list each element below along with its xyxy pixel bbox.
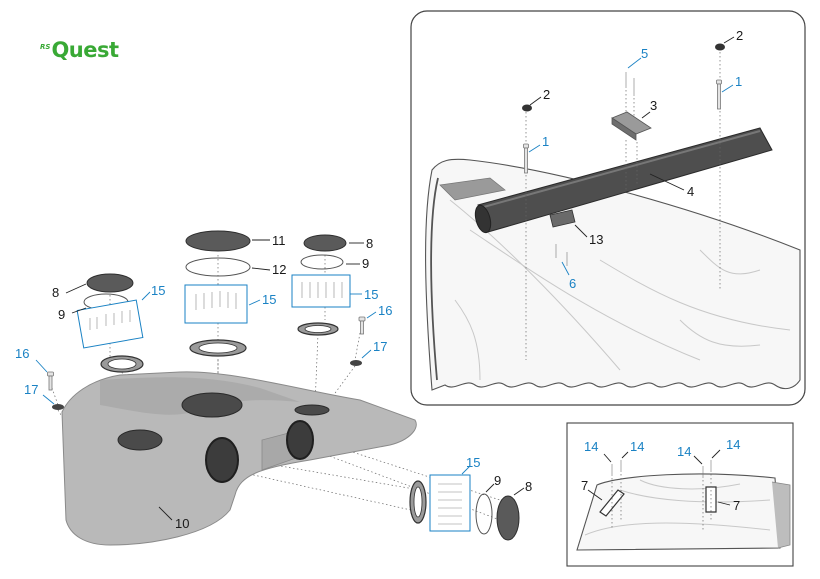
callout-7: 7 xyxy=(581,478,588,493)
beam-inset-deck-contour xyxy=(679,319,761,347)
callout-15: 15 xyxy=(364,287,378,302)
hatch-lid-icon xyxy=(86,273,134,293)
hatch-opening-icon xyxy=(181,392,243,418)
rs-quest-logo: RSQuest xyxy=(40,38,119,62)
hull-deck xyxy=(61,371,417,546)
callout-14: 14 xyxy=(584,439,598,454)
bolt-icon xyxy=(358,316,366,335)
callout-1: 1 xyxy=(735,74,742,89)
washer-icon xyxy=(350,360,362,366)
callout-14: 14 xyxy=(630,439,644,454)
callout-15: 15 xyxy=(151,283,165,298)
callout-14: 14 xyxy=(677,444,691,459)
callout-9: 9 xyxy=(362,256,369,271)
bolt-icon xyxy=(47,371,54,391)
long-bolt-icon xyxy=(523,143,529,174)
beam-tube-highlight xyxy=(479,130,761,209)
hatch-lid-icon xyxy=(185,230,251,252)
callout-3: 3 xyxy=(650,98,657,113)
callout-11: 11 xyxy=(272,233,286,248)
bolt-cap-icon xyxy=(715,43,725,51)
callout-8: 8 xyxy=(525,479,532,494)
bolt-cap-icon xyxy=(522,104,532,112)
logo-wordmark: Quest xyxy=(51,38,119,62)
hatch-lid-icon xyxy=(496,495,520,541)
callout-1: 1 xyxy=(542,134,549,149)
beam-inset-deck-edge xyxy=(430,177,439,381)
screw-bag-icon xyxy=(76,299,144,349)
callout-13: 13 xyxy=(589,232,603,247)
callout-2: 2 xyxy=(736,28,743,43)
hatch-opening-icon xyxy=(205,437,239,483)
hatch-lid-icon xyxy=(303,234,347,252)
callout-10: 10 xyxy=(175,516,189,531)
beam-pad-icon xyxy=(611,117,637,141)
callout-15: 15 xyxy=(262,292,276,307)
callout-14: 14 xyxy=(726,437,740,452)
callout-4: 4 xyxy=(687,184,694,199)
callout-15: 15 xyxy=(466,455,480,470)
callout-8: 8 xyxy=(366,236,373,251)
hatch-exploded-view: 8 9 15 11 12 15 8 9 15 16 17 16 17 10 15… xyxy=(15,230,532,546)
strap-inset-deck-contour xyxy=(619,489,771,503)
screw-bag-icon xyxy=(429,474,471,532)
callout-16: 16 xyxy=(378,303,392,318)
beam-clamp xyxy=(549,209,576,228)
beam-assembly-inset: 2 2 1 1 5 3 4 13 6 xyxy=(410,10,806,406)
callout-2: 2 xyxy=(543,87,550,102)
callout-5: 5 xyxy=(641,46,648,61)
beam-inset-deck-contour xyxy=(449,199,621,371)
strap-inset-deck-contour xyxy=(639,479,741,490)
callout-8: 8 xyxy=(52,285,59,300)
callout-17: 17 xyxy=(24,382,38,397)
callout-16: 16 xyxy=(15,346,29,361)
screw-bag-icon xyxy=(184,284,248,324)
callout-17: 17 xyxy=(373,339,387,354)
strap-inset-edge-hatch xyxy=(771,481,791,549)
beam-inset-deck-well xyxy=(439,177,506,201)
washer-icon xyxy=(52,404,64,410)
beam-inset-deck-contour xyxy=(599,259,791,331)
callout-9: 9 xyxy=(494,473,501,488)
beam-inset-deck-contour xyxy=(454,299,481,381)
strap-inset-deck-contour xyxy=(584,522,771,536)
beam-inset-deck-contour xyxy=(699,249,761,275)
callout-12: 12 xyxy=(272,262,286,277)
beam-inset-deck-contour xyxy=(469,229,701,361)
beam-tube-end xyxy=(474,204,492,234)
o-ring-icon xyxy=(185,257,251,277)
screw-bag-icon xyxy=(291,274,351,308)
hatch-opening-icon xyxy=(294,404,330,416)
hatch-opening-icon xyxy=(286,420,314,460)
long-bolt-icon xyxy=(716,79,722,110)
strap-inset: 14 14 14 14 7 7 xyxy=(566,422,794,567)
callout-7: 7 xyxy=(733,498,740,513)
logo-prefix: RS xyxy=(40,43,51,51)
hatch-opening-icon xyxy=(117,429,163,451)
callout-9: 9 xyxy=(58,307,65,322)
o-ring-icon xyxy=(300,254,344,270)
callout-6: 6 xyxy=(569,276,576,291)
o-ring-icon xyxy=(475,493,493,535)
strap-inset-deck xyxy=(576,473,781,551)
